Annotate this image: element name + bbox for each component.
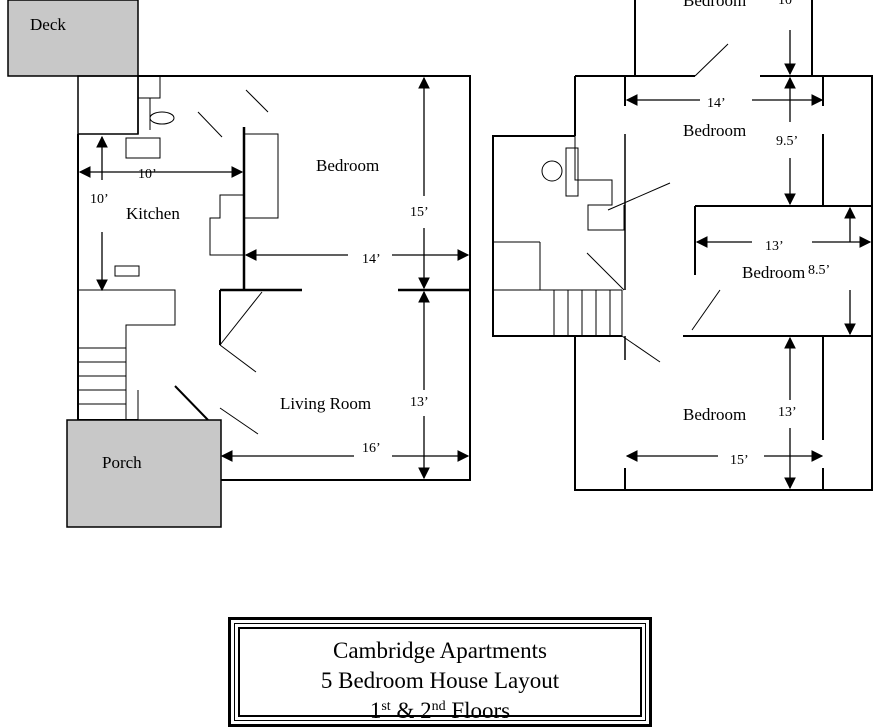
title-text: Cambridge Apartments 5 Bedroom House Lay… [231,636,649,726]
living-room-label: Living Room [280,394,371,413]
bedroom1-length-dim: 15’ [410,205,429,220]
deck-area [7,0,139,77]
counter [125,137,161,159]
kitchen-depth-dim: 10’ [90,192,109,207]
toilet [541,160,563,182]
porch-label: Porch [102,453,142,472]
bedroom-top-label: Bedroom [683,0,746,10]
middle-bedroom-depth-dim: 8.5’ [808,263,830,278]
kitchen-label: Kitchen [126,204,180,223]
title-floors-word: Floors [445,698,511,723]
stove [114,265,140,277]
title-floor-2-suffix: nd [431,699,446,714]
bedroom-bottom-label: Bedroom [683,405,746,424]
middle-bedroom-width-dim: 13’ [765,239,784,254]
bedroom1-width-dim: 14’ [362,252,381,267]
title-line-3: 1st & 2nd Floors [231,696,649,726]
upper-bedroom-depth-dim: 9.5’ [776,134,798,149]
second-floor [492,0,873,491]
upper-bedroom-width-dim: 14’ [707,96,726,111]
bottom-bedroom-depth-dim: 13’ [778,405,797,420]
top-bedroom-partial-dim: 10’ [778,0,797,8]
sink [137,75,161,99]
deck-label: Deck [30,15,66,34]
bedroom-first-floor-label: Bedroom [316,156,379,175]
room-labels: Deck Kitchen Bedroom Living Room Porch B… [30,0,805,472]
title-floor-1: 1 [369,698,382,723]
living-depth-dim: 13’ [410,395,429,410]
first-floor [7,0,471,528]
first-floor-stairs [78,347,139,420]
deck-stairs [77,75,139,135]
living-width-dim: 16’ [362,441,381,456]
porch-area [66,419,222,528]
title-line-1: Cambridge Apartments [333,638,547,663]
title-amp-floor-2: & 2 [390,698,432,723]
sink-basin [149,111,175,125]
title-floor-1-suffix: st [381,699,391,714]
bedroom-upper-label: Bedroom [683,121,746,140]
bedroom-middle-label: Bedroom [742,263,805,282]
second-floor-dimension-lines [625,30,872,490]
first-floor-dimension-lines [78,76,470,480]
toilet-tank [565,147,579,197]
second-floor-outer-wall [574,75,873,491]
dimension-labels: 10’ 10’ 15’ 14’ 13’ 16’ 10’ 14’ 9.5’ 13’… [90,0,830,468]
title-box-border-innermost [238,627,642,717]
kitchen-width-dim: 10’ [138,167,157,182]
title-line-2: 5 Bedroom House Layout [320,668,560,693]
bottom-bedroom-width-dim: 15’ [730,453,749,468]
second-floor-stairs [493,241,661,363]
title-box: Cambridge Apartments 5 Bedroom House Lay… [228,617,652,727]
